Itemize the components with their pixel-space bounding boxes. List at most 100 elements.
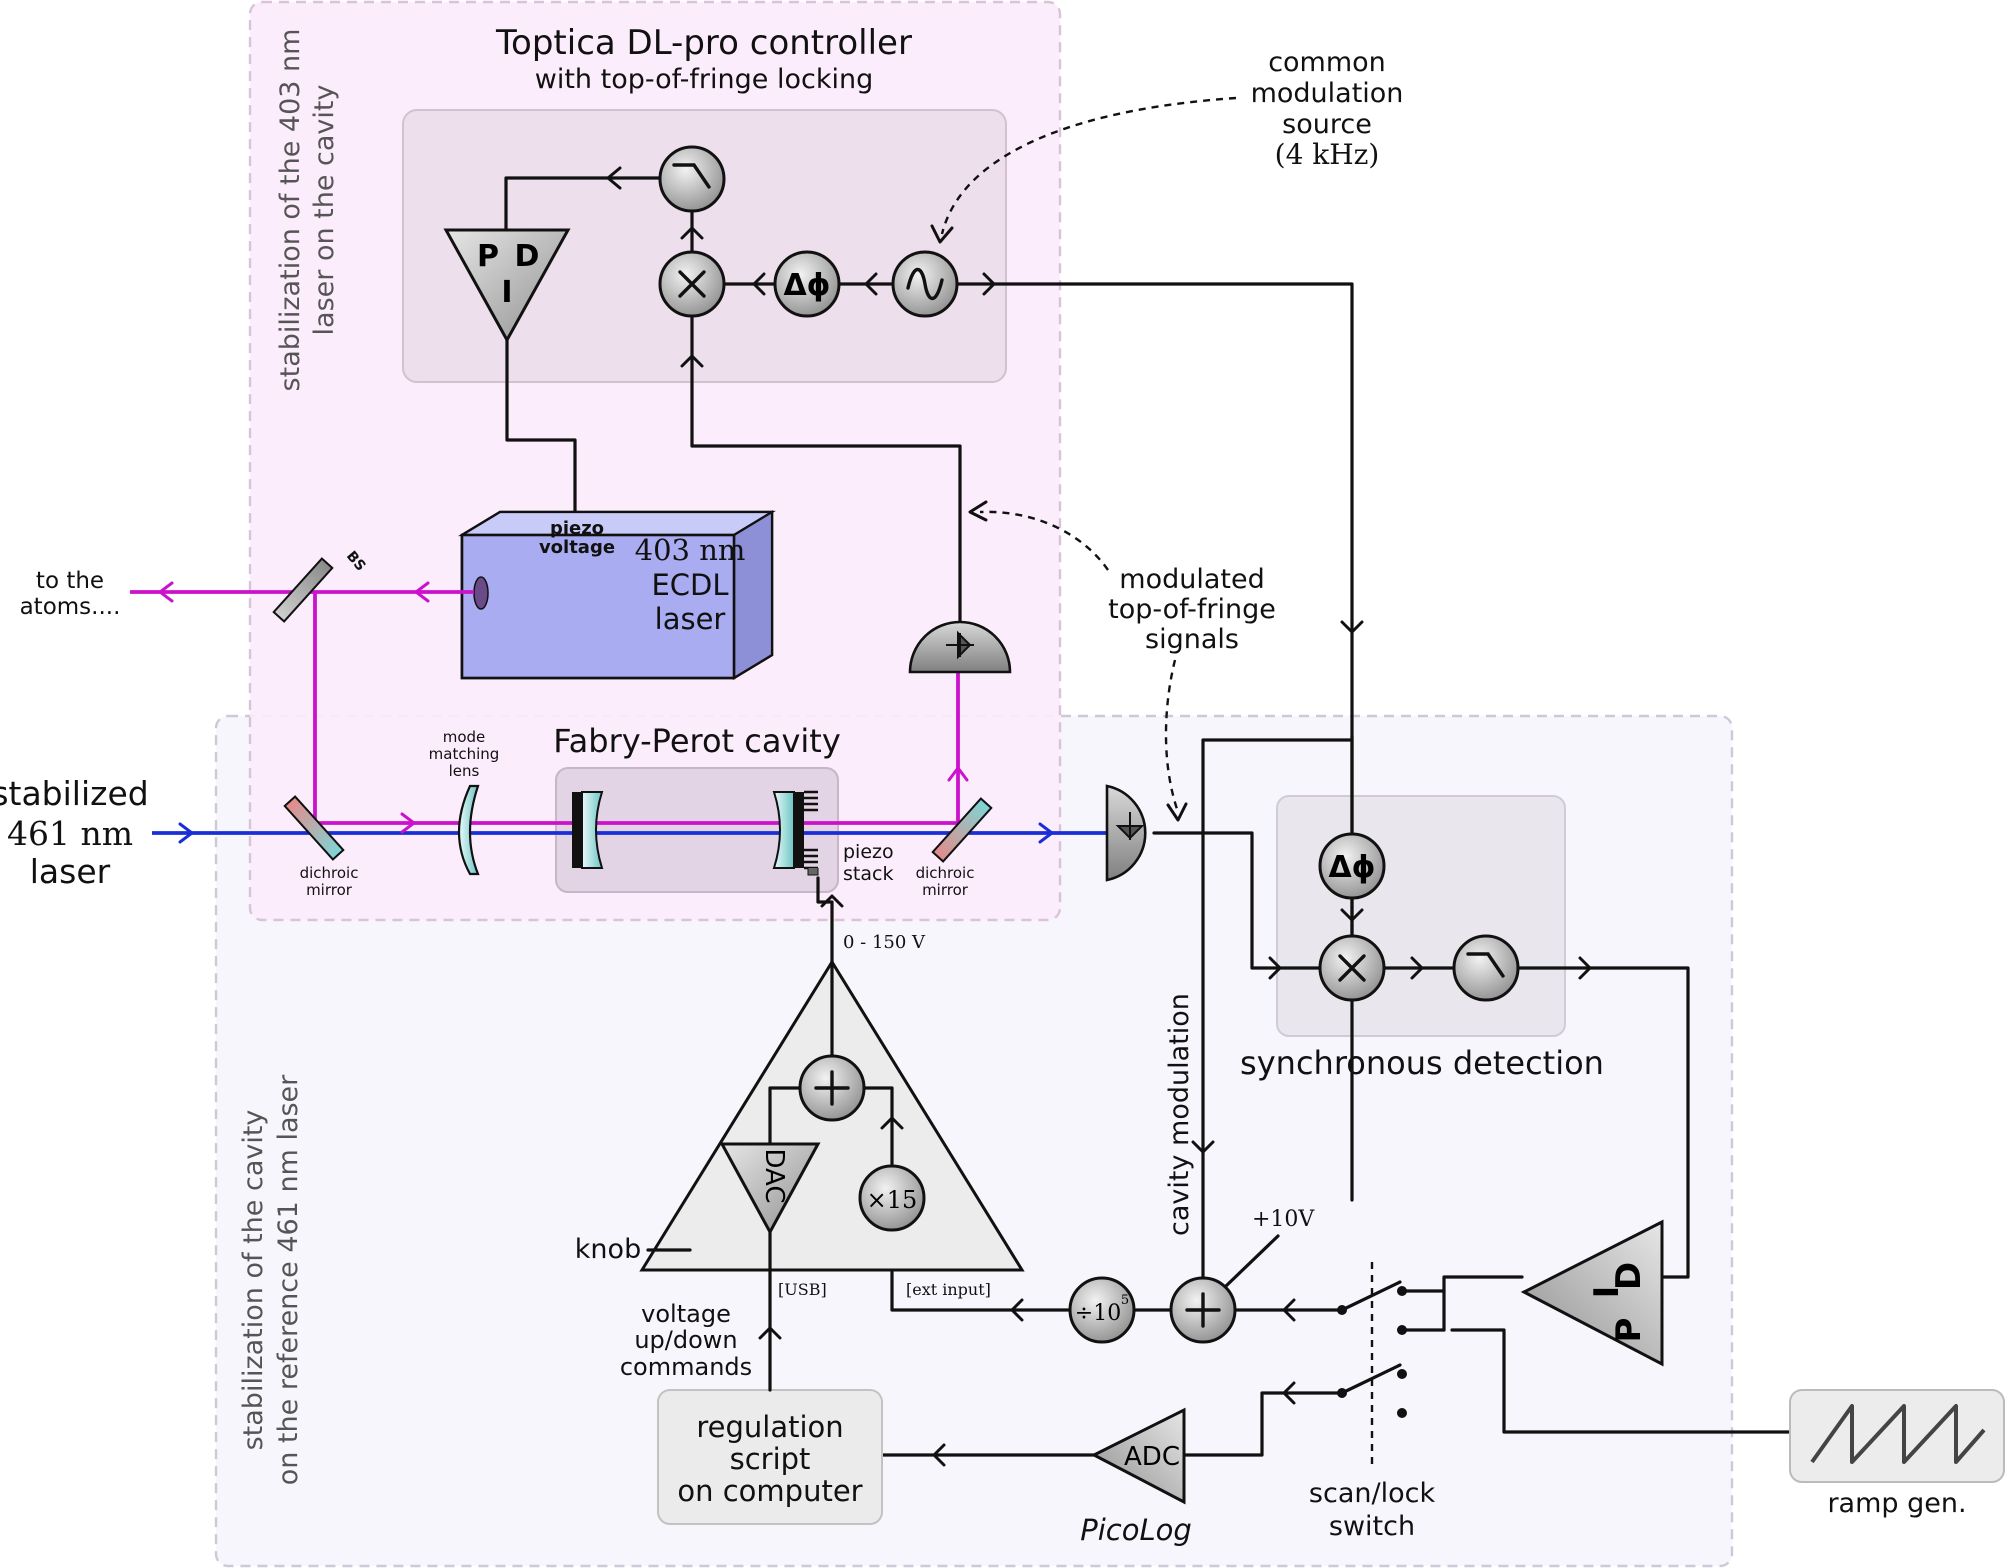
svg-text:lens: lens xyxy=(449,762,480,780)
svg-text:5: 5 xyxy=(1121,1293,1129,1308)
svg-text:mirror: mirror xyxy=(922,881,969,899)
voltage-commands-label: voltage up/down commands xyxy=(620,1300,752,1381)
svg-text:P: P xyxy=(477,239,499,274)
scan-lock-switch-label: scan/lock switch xyxy=(1309,1478,1436,1542)
arrow-beam-cavity xyxy=(400,812,417,834)
modulated-signals-label: modulated top-of-fringe signals xyxy=(1108,564,1276,655)
svg-text:modulated: modulated xyxy=(1119,564,1264,595)
svg-text:461 nm: 461 nm xyxy=(7,814,133,853)
arrow-osc-out xyxy=(982,272,996,296)
svg-text:top-of-fringe: top-of-fringe xyxy=(1108,594,1276,625)
controller-pid-amplifier: P D I xyxy=(443,228,571,344)
scan-lock-switch[interactable] xyxy=(1337,1280,1446,1418)
to-atoms-label: to the atoms.... xyxy=(20,568,121,620)
switch-to-adc-wire xyxy=(1182,1391,1344,1457)
svg-text:on the reference 461 nm laser: on the reference 461 nm laser xyxy=(273,1074,304,1485)
signals-pointer-top xyxy=(979,510,1109,571)
oscillator-node xyxy=(891,250,959,318)
sync-detection-label: synchronous detection xyxy=(1240,1044,1604,1082)
region-403-label: stabilization of the 403 nm laser on the… xyxy=(275,29,340,392)
arrow-lpf-out-sync xyxy=(1578,956,1592,980)
svg-text:÷10: ÷10 xyxy=(1075,1301,1121,1326)
dichroic-mirror-left-label: dichroic mirror xyxy=(300,864,359,899)
arrow-switch-sum xyxy=(1282,1298,1296,1322)
svg-text:source: source xyxy=(1282,109,1372,140)
phase-shifter-node: Δϕ xyxy=(773,250,841,318)
svg-text:mode: mode xyxy=(443,728,486,746)
mixer-node xyxy=(658,250,726,318)
svg-text:×15: ×15 xyxy=(867,1186,918,1214)
beam-splitter xyxy=(272,557,334,623)
lowpass-filter-node xyxy=(658,145,726,213)
arrow-pd-mixer xyxy=(1268,956,1282,980)
sync-detection-box xyxy=(1276,795,1566,1037)
svg-text:piezo: piezo xyxy=(843,841,894,863)
usb-label: [USB] xyxy=(778,1280,827,1299)
cavity-modulation-label: cavity modulation xyxy=(1164,993,1195,1236)
cavity-mirror-right xyxy=(772,790,819,876)
dichroic-mirror-right xyxy=(931,797,993,863)
mod-branch-wire xyxy=(1201,738,1354,1278)
divider-node: ÷10 5 xyxy=(1068,1276,1136,1344)
svg-text:atoms....: atoms.... xyxy=(20,594,121,620)
svg-text:laser: laser xyxy=(30,852,111,891)
svg-text:DAC: DAC xyxy=(759,1148,789,1203)
picolog-label: PicoLog xyxy=(1080,1513,1192,1547)
voltage-range-label: 0 - 150 V xyxy=(843,932,926,953)
arrow-osc-phase xyxy=(864,272,878,296)
sync-lowpass-node xyxy=(1452,934,1520,1002)
svg-text:stabilization of the 403 nm: stabilization of the 403 nm xyxy=(275,29,306,392)
dac-block: DAC xyxy=(719,1142,821,1236)
mode-matching-lens xyxy=(457,784,480,876)
ext-input-label: [ext input] xyxy=(906,1280,991,1299)
arrow-phase-mixer-sync xyxy=(1340,908,1364,922)
arrow-phase-mixer xyxy=(752,272,766,296)
ramp-generator xyxy=(1789,1389,2005,1483)
region-461-label: stabilization of the cavity on the refer… xyxy=(238,1074,304,1485)
sync-mixer-node xyxy=(1318,934,1386,1002)
svg-text:up/down: up/down xyxy=(634,1326,737,1354)
fabry-perot-title: Fabry-Perot cavity xyxy=(553,722,841,760)
svg-text:to the: to the xyxy=(36,568,104,594)
svg-text:laser: laser xyxy=(655,602,726,636)
ramp-generator-label: ramp gen. xyxy=(1827,1488,1966,1519)
svg-text:piezo: piezo xyxy=(550,518,604,539)
knob-label: knob xyxy=(575,1234,641,1265)
arrow-lpf-pid xyxy=(606,166,622,190)
svg-text:laser on the cavity: laser on the cavity xyxy=(309,85,340,336)
svg-text:signals: signals xyxy=(1145,624,1239,655)
svg-text:P: P xyxy=(1609,1318,1649,1343)
plus10v-wire xyxy=(1224,1234,1280,1288)
svg-text:commands: commands xyxy=(620,1353,752,1381)
sync-phase-shifter-node: Δϕ xyxy=(1318,832,1386,900)
svg-text:ECDL: ECDL xyxy=(651,568,728,602)
toptica-subtitle: with top-of-fringe locking xyxy=(535,64,873,95)
amp-to-piezo-wire xyxy=(816,876,834,964)
svg-text:voltage: voltage xyxy=(539,537,615,558)
dichroic-mirror-left xyxy=(283,795,345,861)
fabry-perot-box xyxy=(555,767,839,893)
amplifier-x15-node: ×15 xyxy=(858,1164,926,1232)
signals-pointer-top-head xyxy=(968,500,988,522)
pid-to-switch-wire xyxy=(1442,1275,1524,1332)
toptica-title: Toptica DL-pro controller xyxy=(495,23,912,63)
svg-text:voltage: voltage xyxy=(641,1300,731,1328)
common-modulation-label: common modulation source (4 kHz) xyxy=(1251,47,1404,171)
svg-text:403 nm: 403 nm xyxy=(635,533,746,567)
signals-pointer-bottom xyxy=(1164,659,1180,813)
arrow-beam-461-out xyxy=(1038,822,1055,844)
svg-text:scan/lock: scan/lock xyxy=(1309,1478,1436,1509)
svg-text:I: I xyxy=(1587,1286,1627,1299)
arrow-beam-up xyxy=(947,765,969,782)
svg-text:I: I xyxy=(501,275,512,310)
lpf-to-pid-sync-wire xyxy=(1516,966,1690,1279)
ecdl-403-laser: piezo voltage 403 nm ECDL laser xyxy=(458,510,776,680)
svg-text:stack: stack xyxy=(843,863,893,885)
arrow-beam-atoms-2 xyxy=(157,581,174,603)
svg-text:switch: switch xyxy=(1329,1511,1415,1542)
arrow-osc-down xyxy=(1340,620,1364,634)
svg-text:stabilization of the cavity: stabilization of the cavity xyxy=(238,1110,269,1451)
arrow-adc-script xyxy=(932,1443,946,1467)
svg-text:modulation: modulation xyxy=(1251,78,1404,109)
